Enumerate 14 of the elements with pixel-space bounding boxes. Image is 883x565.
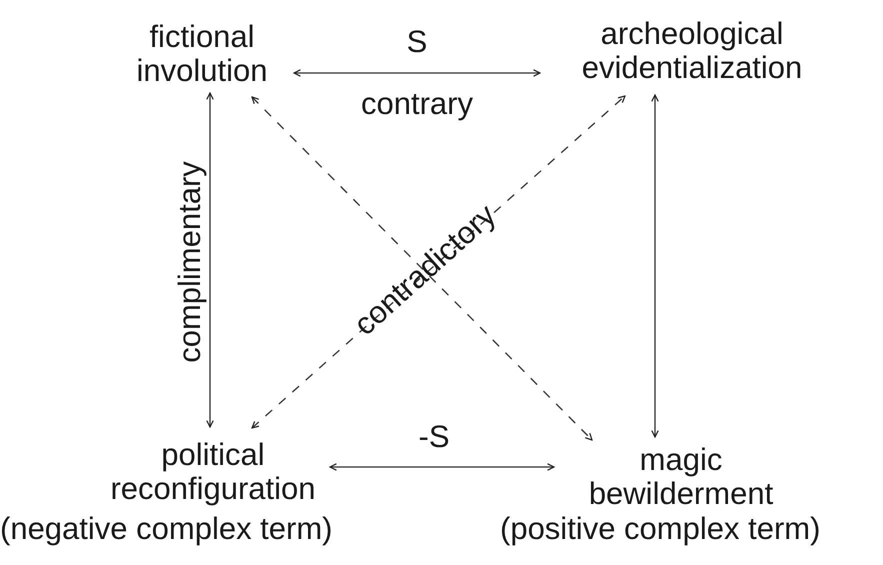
arrow	[206, 92, 214, 428]
term-label: fictional involution	[112, 18, 292, 90]
edge-label: -S	[418, 420, 450, 454]
term-label: archeological evidentialization	[542, 10, 842, 92]
arrow	[329, 463, 555, 471]
term-label: magic bewilderment	[556, 440, 806, 514]
arrow	[651, 94, 659, 438]
edge-label: S	[406, 25, 428, 59]
term-label: political reconfiguration	[98, 430, 328, 514]
term-caption: (positive complex term)	[500, 512, 820, 546]
term-caption: (negative complex term)	[0, 512, 333, 546]
arrow	[293, 69, 541, 77]
edge-label: complimentary	[173, 161, 207, 363]
relation-label: contrary	[361, 87, 473, 121]
